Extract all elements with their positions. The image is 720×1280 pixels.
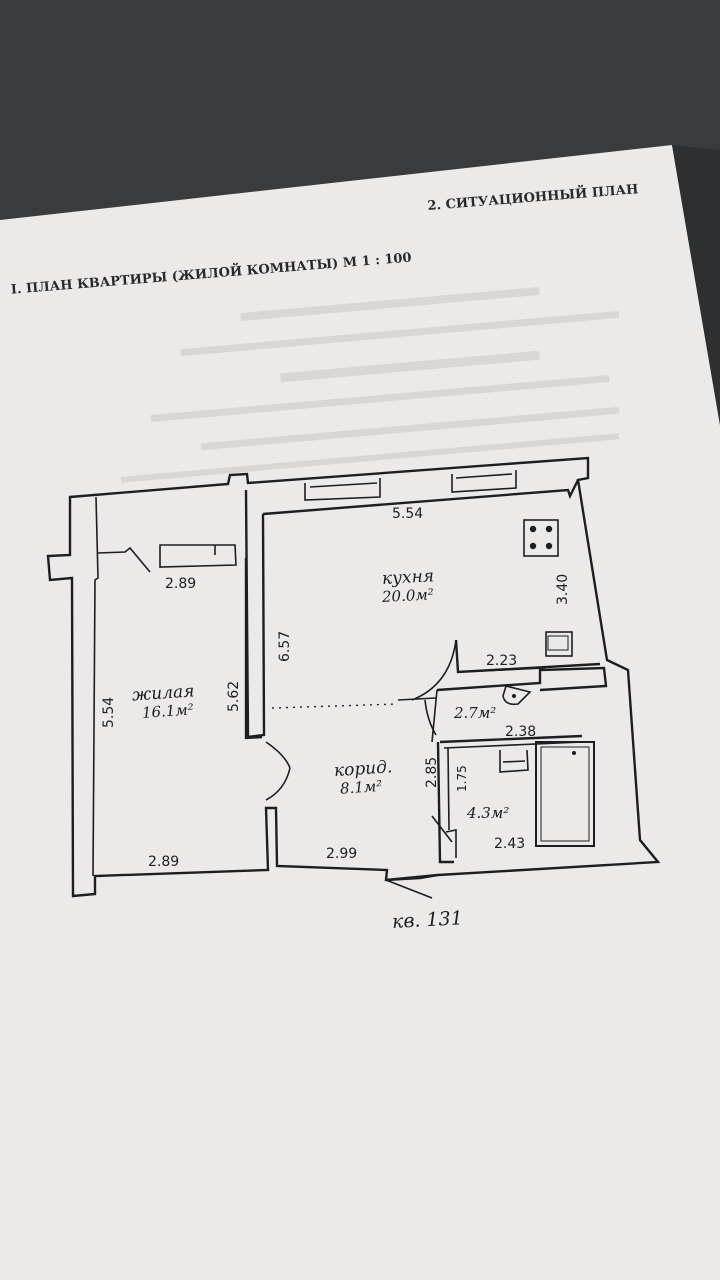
dim-living-bottom: 2.89 <box>148 854 179 870</box>
living-area: 16.1м² <box>141 700 194 722</box>
living-label: жилая <box>131 681 195 705</box>
dim-corridor-bottom: 2.99 <box>326 846 357 862</box>
dim-kitchen-top: 5.54 <box>392 506 423 522</box>
kitchen-area: 20.0м² <box>381 585 435 606</box>
dim-kitchen-right: 3.40 <box>555 574 571 605</box>
kitchen-window-1 <box>304 478 381 501</box>
corridor-area: 8.1м² <box>339 777 382 798</box>
kitchen-label: кухня <box>381 566 434 589</box>
dim-kitchen-left: 6.57 <box>277 631 293 662</box>
toilet-icon <box>502 685 532 706</box>
bathtub-icon <box>535 741 595 847</box>
corridor-label: корид. <box>333 757 393 781</box>
wc-walls <box>436 666 608 692</box>
living-door-icon <box>265 741 291 769</box>
dim-living-left: 5.54 <box>101 697 117 728</box>
washbasin-icon <box>499 749 529 773</box>
dim-bath-height: 1.75 <box>455 765 469 792</box>
wc-area: 2.7м² <box>453 704 496 722</box>
dim-living-right: 5.62 <box>226 681 242 712</box>
dim-kitchen-lower: 2.23 <box>486 653 517 669</box>
bath-door-icon <box>431 815 453 843</box>
dim-bath-bottom: 2.43 <box>494 836 525 852</box>
paper-sheet <box>0 145 720 1280</box>
bath-area: 4.3м² <box>466 804 509 822</box>
bleed-through-text <box>120 286 620 483</box>
sink-icon <box>545 631 573 657</box>
apartment-label: кв. 131 <box>391 907 463 933</box>
floor-plan <box>46 456 661 899</box>
dim-wc-bottom: 2.38 <box>505 724 536 740</box>
kitchen-window-2 <box>451 470 517 493</box>
dim-corridor-height: 2.85 <box>424 757 440 788</box>
partition-living-kitchen <box>262 479 580 516</box>
kitchen-door-icon <box>411 639 457 701</box>
dim-living-top: 2.89 <box>165 576 196 592</box>
stove-icon <box>523 519 559 557</box>
